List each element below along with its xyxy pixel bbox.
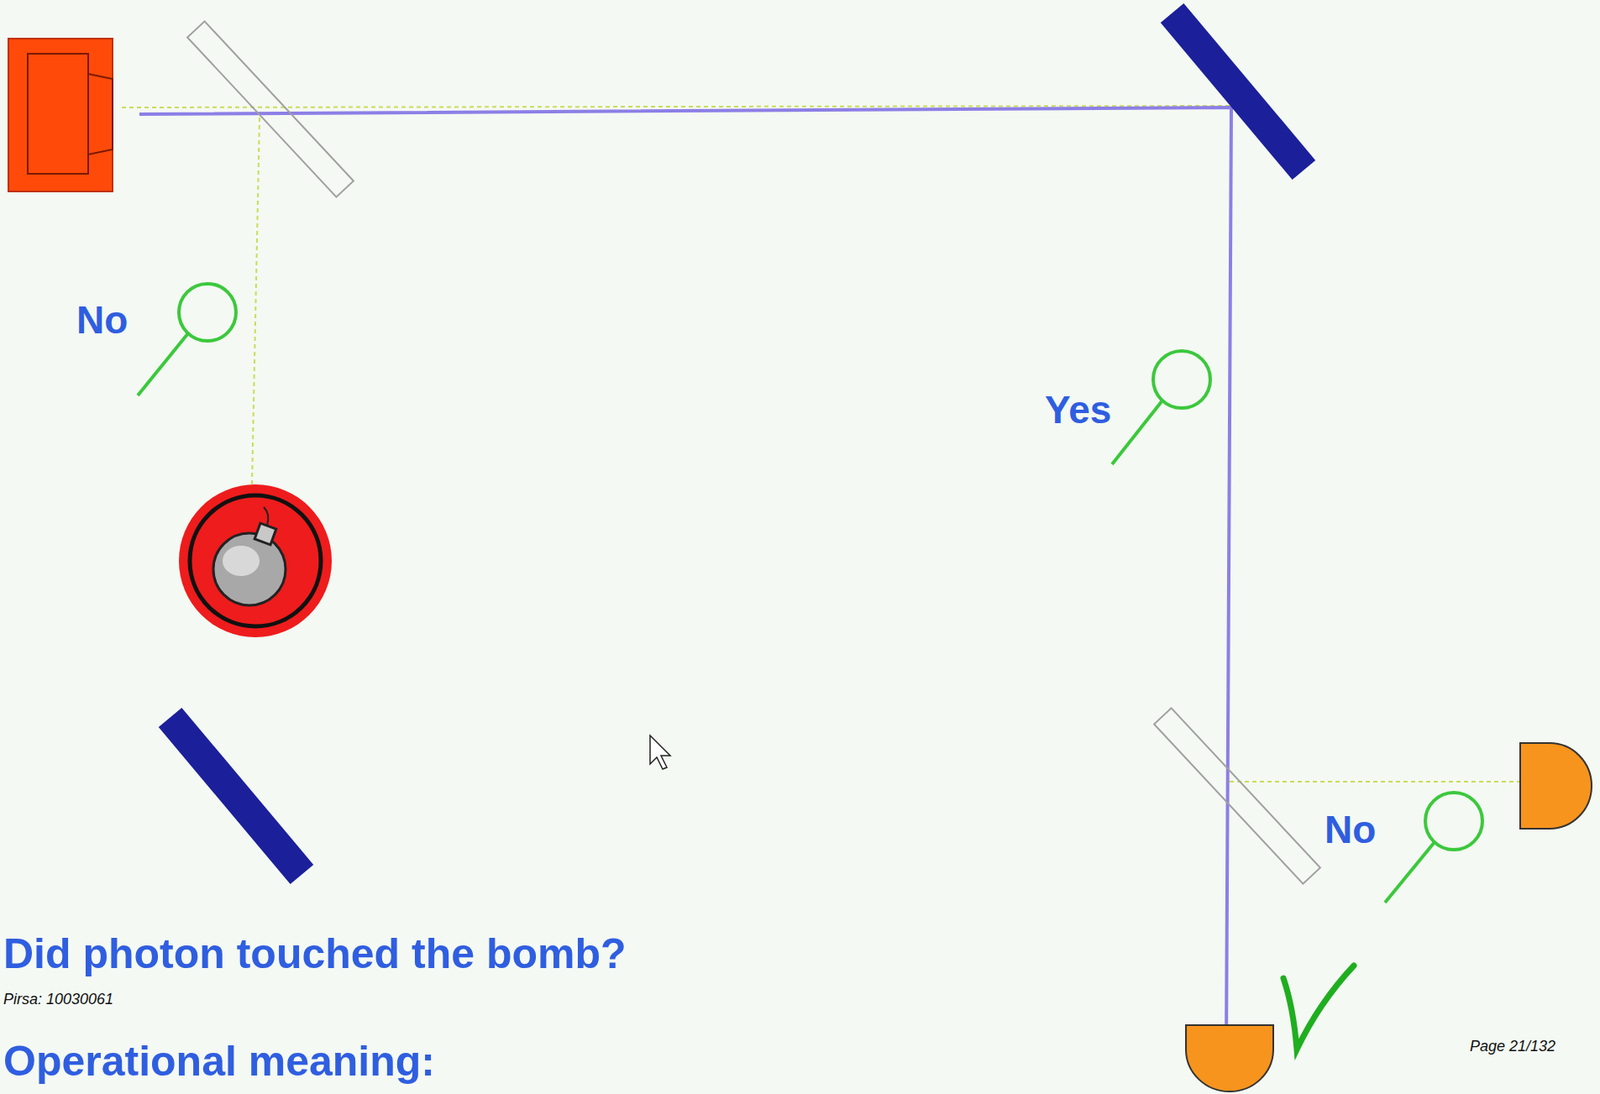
mirror [1160, 3, 1316, 180]
checkmark [1283, 965, 1354, 1050]
detector [1185, 1025, 1274, 1092]
dashed-path [251, 117, 260, 485]
probe-label: Yes [1044, 388, 1112, 433]
probe-label: No [76, 298, 128, 343]
heading-text: Operational meaning: [3, 1038, 436, 1087]
probe-label: No [1324, 807, 1376, 853]
footer-text: Page 21/132 [1469, 1038, 1556, 1056]
dashed-path [1229, 781, 1522, 783]
photon-beam [139, 107, 1232, 1050]
footer-text: Pirsa: 10030061 [3, 991, 114, 1009]
detector [1520, 743, 1592, 829]
magnifier-icon [1384, 792, 1483, 903]
mouse-cursor [650, 735, 671, 770]
beam-splitter [1154, 708, 1321, 884]
magnifier-icon [137, 283, 237, 396]
bomb [178, 484, 332, 638]
beam-splitter [187, 20, 354, 197]
mirror [158, 708, 314, 885]
laser-source [8, 38, 113, 192]
magnifier-icon [1112, 351, 1211, 465]
question-text: Did photon touched the bomb? [3, 930, 627, 980]
